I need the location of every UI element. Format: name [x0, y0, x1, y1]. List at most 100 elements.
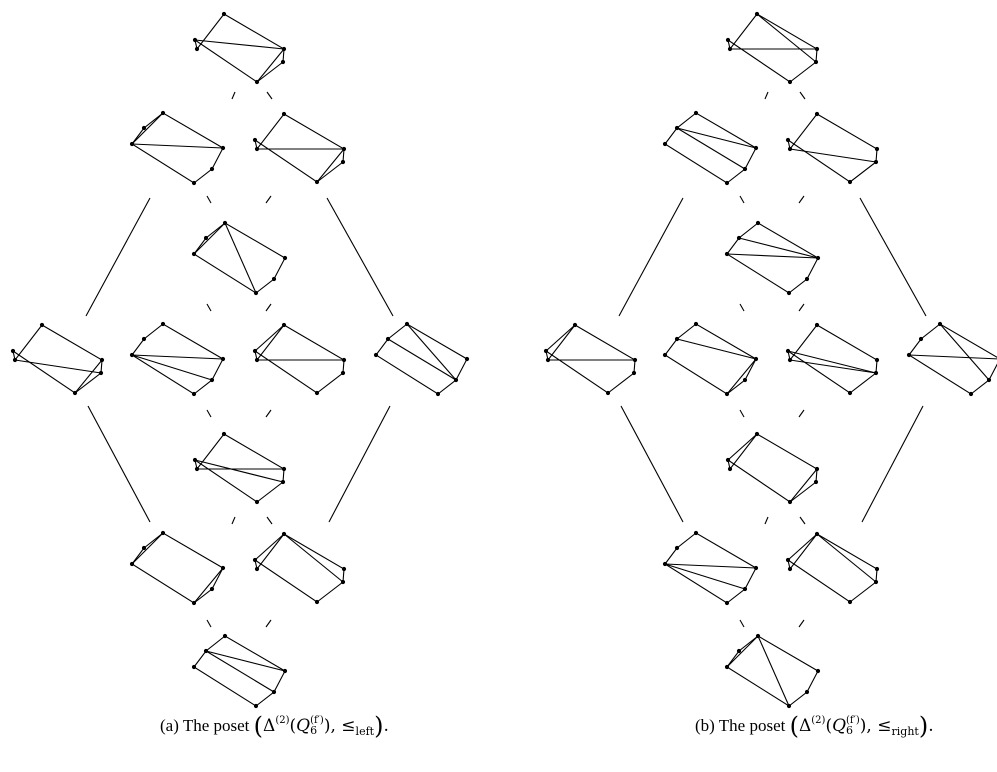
diagonal [664, 563, 757, 569]
diagonal [726, 358, 757, 395]
vertex-dot [754, 11, 760, 17]
caption-left: (a) The poset (Δ(2)(Q(f′)6), ≤left). [160, 712, 389, 740]
vertex-dot [281, 322, 287, 328]
triangulation-element [192, 11, 287, 85]
cover-edge [798, 195, 805, 204]
vertex-dot [254, 146, 260, 152]
caption-right-symbol: Δ [798, 716, 812, 736]
triangulation-element [252, 111, 347, 185]
vertex-dot [314, 390, 320, 396]
vertex-dot [662, 561, 668, 567]
diagonal [849, 161, 877, 183]
vertex-dot [191, 251, 197, 257]
vertex-dot [39, 322, 45, 328]
diagonal [256, 48, 285, 83]
poset-right-panel [543, 11, 997, 709]
vertex-dot [340, 159, 346, 165]
vertex-dot [874, 146, 880, 152]
vertex-dot [742, 166, 748, 172]
caption-left-label: (a) [160, 716, 179, 735]
polygon-outline [727, 433, 818, 503]
polygon-outline [131, 112, 224, 184]
vertex-dot [341, 146, 347, 152]
triangulation-element [785, 531, 880, 605]
vertex-dot [281, 466, 287, 472]
cover-edge [206, 303, 212, 312]
vertex-dot [191, 180, 197, 186]
triangulation-element [373, 321, 470, 397]
vertex-dot [341, 357, 347, 363]
polygon-outline [193, 222, 286, 294]
vertex-dot [605, 390, 611, 396]
diagonal [789, 148, 877, 163]
caption-left-symbol: Δ [263, 716, 276, 736]
diagonal [406, 323, 457, 381]
cover-edge [618, 197, 684, 317]
diagonal [131, 354, 224, 360]
diagonal [193, 567, 224, 604]
diagonal [726, 635, 759, 668]
diagonal [738, 237, 819, 259]
vertex-dot [72, 390, 78, 396]
vertex-dot [662, 352, 668, 358]
triangulation-element [129, 321, 226, 397]
vertex-dot [742, 586, 748, 592]
cover-edge [739, 619, 745, 628]
vertex-dot [804, 276, 810, 282]
vertex-dot [813, 479, 819, 485]
diagonal [789, 359, 877, 374]
vertex-dot [194, 46, 200, 52]
cover-edge [231, 91, 236, 100]
vertex-dot [874, 566, 880, 572]
vertex-dot [209, 166, 215, 172]
vertex-dot [221, 431, 227, 437]
polygon-outline [908, 323, 997, 395]
vertex-dot [755, 220, 761, 226]
vertex-dot [253, 290, 259, 296]
vertex-dot [340, 370, 346, 376]
vertex-dot [314, 599, 320, 605]
vertex-dot [736, 235, 742, 241]
diagonal [131, 354, 213, 381]
vertex-dot [253, 703, 259, 709]
vertex-dot [341, 566, 347, 572]
diagonal [789, 468, 818, 503]
vertex-dot [281, 46, 287, 52]
cover-edge [799, 516, 806, 525]
vertex-dot [873, 370, 879, 376]
vertex-dot [281, 111, 287, 117]
triangulation-element [785, 111, 880, 185]
vertex-dot [340, 579, 346, 585]
poset-left-panel [10, 11, 470, 709]
vertex-dot [986, 377, 992, 383]
cover-edge [799, 91, 806, 100]
vertex-dot [786, 290, 792, 296]
diagonal [676, 127, 746, 170]
vertex-dot [373, 352, 379, 358]
vertex-dot [814, 322, 820, 328]
diagonal [756, 13, 817, 63]
vertex-dot [160, 530, 166, 536]
vertex-dot [572, 322, 578, 328]
vertex-dot [727, 466, 733, 472]
vertex-dot [724, 391, 730, 397]
vertex-dot [192, 457, 198, 463]
diagonal [194, 39, 285, 50]
vertex-dot [194, 466, 200, 472]
cover-edge [328, 405, 391, 523]
vertex-dot [191, 391, 197, 397]
triangulation-element [191, 220, 288, 296]
vertex-dot [693, 530, 699, 536]
caption-left-text: The poset [182, 716, 250, 735]
caption-right-sup: (2) [811, 715, 826, 726]
polygon-outline [545, 324, 636, 394]
vertex-dot [209, 586, 215, 592]
diagonal [131, 112, 164, 145]
cover-edge [265, 619, 272, 628]
vertex-dot [271, 276, 277, 282]
vertex-dot [254, 566, 260, 572]
vertex-dot [254, 357, 260, 363]
vertex-dot [918, 336, 924, 342]
triangulation-element [543, 322, 638, 396]
polygon-outline [194, 433, 285, 503]
